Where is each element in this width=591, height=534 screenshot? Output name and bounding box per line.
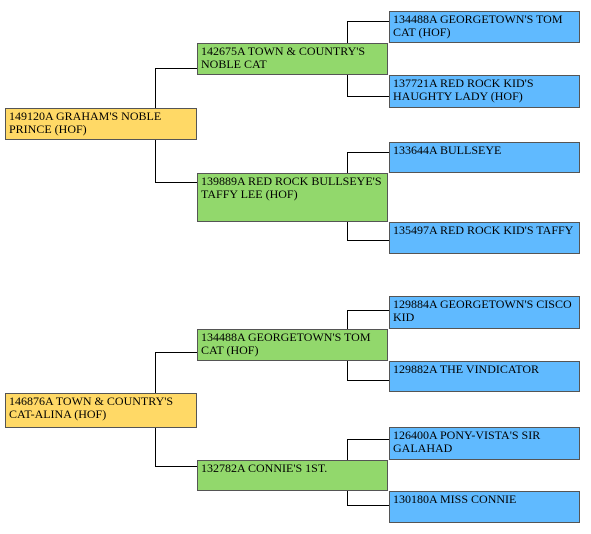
pedigree-2-dam-sire-label: 126400A PONY-VISTA'S SIR GALAHAD	[393, 428, 541, 455]
pedigree-2-dam-label: 132782A CONNIE'S 1ST.	[201, 461, 328, 475]
connector-subject2-to-sire	[155, 352, 197, 393]
pedigree-1-subject-label: 149120A GRAHAM'S NOBLE PRINCE (HOF)	[9, 109, 162, 136]
pedigree-2-dam-dam-label: 130180A MISS CONNIE	[393, 492, 517, 506]
connector-sire1-to-sire-dam	[347, 75, 389, 97]
pedigree-2-dam-box[interactable]: 132782A CONNIE'S 1ST.	[197, 460, 388, 491]
pedigree-2-subject-box[interactable]: 146876A TOWN & COUNTRY'S CAT-ALINA (HOF)	[5, 393, 197, 428]
pedigree-2-sire-box[interactable]: 134488A GEORGETOWN'S TOM CAT (HOF)	[197, 329, 388, 361]
connector-dam1-to-dam-sire	[347, 152, 389, 173]
pedigree-1-sire-dam-label: 137721A RED ROCK KID'S HAUGHTY LADY (HOF…	[393, 76, 534, 103]
pedigree-1-sire-sire-box[interactable]: 134488A GEORGETOWN'S TOM CAT (HOF)	[389, 11, 580, 43]
pedigree-1-dam-label: 139889A RED ROCK BULLSEYE'S TAFFY LEE (H…	[201, 174, 382, 201]
pedigree-1-sire-box[interactable]: 142675A TOWN & COUNTRY'S NOBLE CAT	[197, 43, 388, 75]
connector-dam2-to-dam-sire	[347, 439, 389, 460]
connector-dam1-to-dam-dam	[347, 222, 389, 241]
pedigree-2-sire-sire-box[interactable]: 129884A GEORGETOWN'S CISCO KID	[389, 296, 580, 329]
pedigree-1-sire-label: 142675A TOWN & COUNTRY'S NOBLE CAT	[201, 44, 366, 71]
connector-subject1-to-dam	[155, 140, 197, 183]
pedigree-2-dam-sire-box[interactable]: 126400A PONY-VISTA'S SIR GALAHAD	[389, 427, 580, 460]
connector-sire2-to-sire-dam	[347, 361, 389, 381]
connector-sire2-to-sire-sire	[347, 310, 389, 329]
pedigree-2-sire-dam-box[interactable]: 129882A THE VINDICATOR	[389, 361, 580, 392]
pedigree-2-sire-sire-label: 129884A GEORGETOWN'S CISCO KID	[393, 297, 572, 324]
pedigree-1-dam-dam-label: 135497A RED ROCK KID'S TAFFY	[393, 223, 574, 237]
pedigree-1-sire-dam-box[interactable]: 137721A RED ROCK KID'S HAUGHTY LADY (HOF…	[389, 75, 580, 108]
connector-dam2-to-dam-dam	[347, 491, 389, 506]
pedigree-1-dam-box[interactable]: 139889A RED ROCK BULLSEYE'S TAFFY LEE (H…	[197, 173, 388, 222]
pedigree-2-sire-dam-label: 129882A THE VINDICATOR	[393, 362, 540, 376]
pedigree-1-dam-dam-box[interactable]: 135497A RED ROCK KID'S TAFFY	[389, 222, 580, 254]
pedigree-2-subject-label: 146876A TOWN & COUNTRY'S CAT-ALINA (HOF)	[9, 394, 174, 421]
connector-sire1-to-sire-sire	[347, 21, 389, 43]
pedigree-1-dam-sire-label: 133644A BULLSEYE	[393, 143, 502, 157]
pedigree-1-sire-sire-label: 134488A GEORGETOWN'S TOM CAT (HOF)	[393, 12, 563, 39]
pedigree-2-dam-dam-box[interactable]: 130180A MISS CONNIE	[389, 491, 580, 523]
connector-subject1-to-sire	[155, 68, 197, 108]
connector-subject2-to-dam	[155, 428, 197, 467]
pedigree-2-sire-label: 134488A GEORGETOWN'S TOM CAT (HOF)	[201, 330, 371, 357]
pedigree-1-dam-sire-box[interactable]: 133644A BULLSEYE	[389, 142, 580, 173]
pedigree-1-subject-box[interactable]: 149120A GRAHAM'S NOBLE PRINCE (HOF)	[5, 108, 197, 140]
